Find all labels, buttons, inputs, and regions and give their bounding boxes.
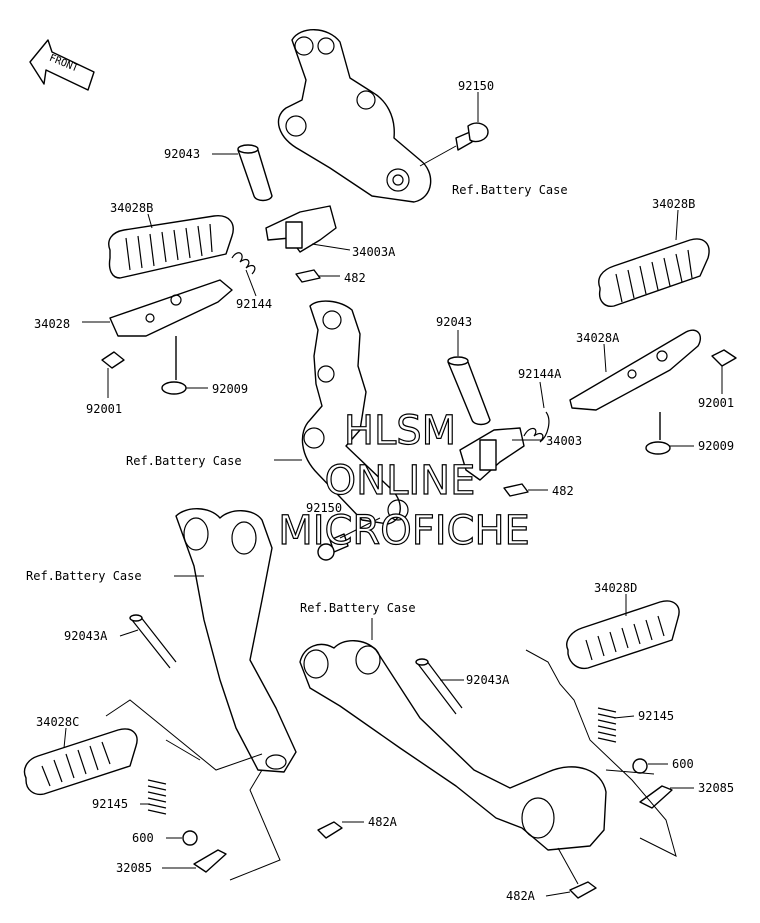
label-92009-right: 92009 <box>698 439 734 453</box>
label-600-left: 600 <box>132 831 154 845</box>
label-ref-battery-2: Ref.Battery Case <box>126 454 242 468</box>
pin-92043-mid <box>447 330 491 426</box>
label-482-top: 482 <box>344 271 366 285</box>
label-92150-mid: 92150 <box>306 501 342 515</box>
bolt-92001-left <box>101 351 125 398</box>
footpeg-rubber-34028B-right <box>598 209 710 307</box>
front-arrow-icon: FRONT <box>29 39 95 91</box>
label-34003: 34003 <box>546 434 582 448</box>
bolt-92009-right <box>645 412 694 455</box>
bracket-34003 <box>459 427 542 481</box>
upper-bracket <box>277 29 432 203</box>
washer-482A-left <box>317 821 364 839</box>
footpeg-base-34028 <box>82 279 233 337</box>
label-92043A-left: 92043A <box>64 629 108 643</box>
spring-92144A <box>523 381 550 443</box>
label-92043-top: 92043 <box>164 147 200 161</box>
label-34028A: 34028A <box>576 331 620 345</box>
pin-92043-top <box>212 144 273 202</box>
label-34028: 34028 <box>34 317 70 331</box>
label-482-mid: 482 <box>552 484 574 498</box>
leader-box-left <box>105 699 281 881</box>
detent-32085-right <box>639 785 694 809</box>
washer-482-mid <box>503 483 548 497</box>
washer-482A-right <box>545 847 597 899</box>
ball-600-left <box>166 830 198 846</box>
label-482A-left: 482A <box>368 815 398 829</box>
label-34028B-right: 34028B <box>652 197 695 211</box>
bolt-92150-mid <box>317 517 381 561</box>
middle-bracket <box>274 300 409 525</box>
spring-92145-left <box>140 779 167 815</box>
label-92145-left: 92145 <box>92 797 128 811</box>
label-32085-left: 32085 <box>116 861 152 875</box>
bolt-92150-top <box>419 92 489 167</box>
label-34003A: 34003A <box>352 245 396 259</box>
label-92150-top: 92150 <box>458 79 494 93</box>
label-482A-right: 482A <box>506 889 536 903</box>
watermark: HLSM ONLINE MICROFICHE <box>278 407 531 554</box>
footpeg-34028C <box>23 727 138 796</box>
lower-right-bracket <box>299 618 607 851</box>
label-92043A-right: 92043A <box>466 673 510 687</box>
label-34028D: 34028D <box>594 581 637 595</box>
spring-92144 <box>231 252 257 297</box>
label-92144: 92144 <box>236 297 272 311</box>
washer-482-top <box>295 269 340 283</box>
label-600-right: 600 <box>672 757 694 771</box>
label-ref-battery-1: Ref.Battery Case <box>452 183 568 197</box>
label-92043-mid: 92043 <box>436 315 472 329</box>
watermark-line2: ONLINE <box>325 458 476 504</box>
label-34028B-left: 34028B <box>110 201 153 215</box>
watermark-line3: MICROFICHE <box>278 508 530 554</box>
footpeg-rubber-34028B-left <box>108 213 234 279</box>
label-92001-right: 92001 <box>698 396 734 410</box>
label-ref-battery-4: Ref.Battery Case <box>300 601 416 615</box>
label-92009-left: 92009 <box>212 382 248 396</box>
footpeg-34028D <box>566 594 680 670</box>
pin-92043A-left <box>119 614 177 669</box>
label-92145-right: 92145 <box>638 709 674 723</box>
label-34028C: 34028C <box>36 715 79 729</box>
footpeg-base-34028A <box>569 329 702 411</box>
label-92001-left: 92001 <box>86 402 122 416</box>
leader-box-right <box>525 649 677 857</box>
label-92144A: 92144A <box>518 367 562 381</box>
bolt-92009-left <box>161 336 208 395</box>
lower-left-bracket <box>174 508 297 773</box>
label-32085-right: 32085 <box>698 781 734 795</box>
pin-92043A-right <box>415 658 464 715</box>
bracket-34003A <box>265 205 351 253</box>
detent-32085-left <box>162 849 227 873</box>
label-ref-battery-3: Ref.Battery Case <box>26 569 142 583</box>
watermark-line1: HLSM <box>344 408 456 454</box>
bolt-92001-right <box>711 349 737 394</box>
spring-92145-right <box>597 707 635 743</box>
ball-600-right <box>632 758 668 774</box>
